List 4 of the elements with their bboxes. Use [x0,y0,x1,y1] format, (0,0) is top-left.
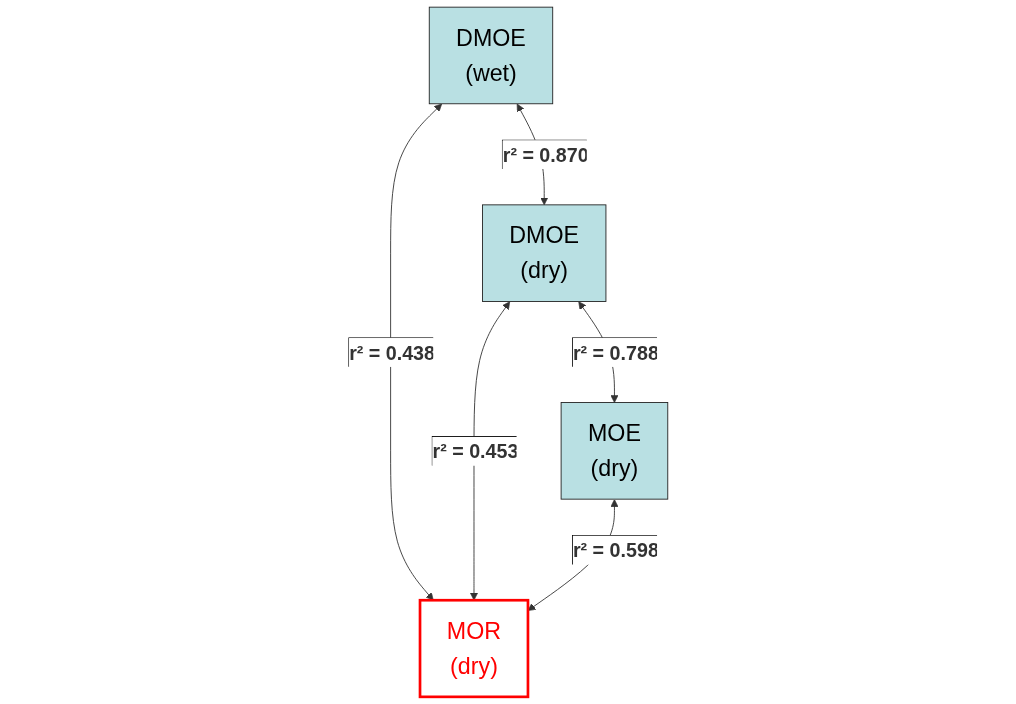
node-box: MOR (dry) [418,598,530,699]
node-box: MOE (dry) [560,402,669,500]
node-box: DMOE (wet) [428,6,554,105]
node-box: DMOE (dry) [482,204,607,302]
